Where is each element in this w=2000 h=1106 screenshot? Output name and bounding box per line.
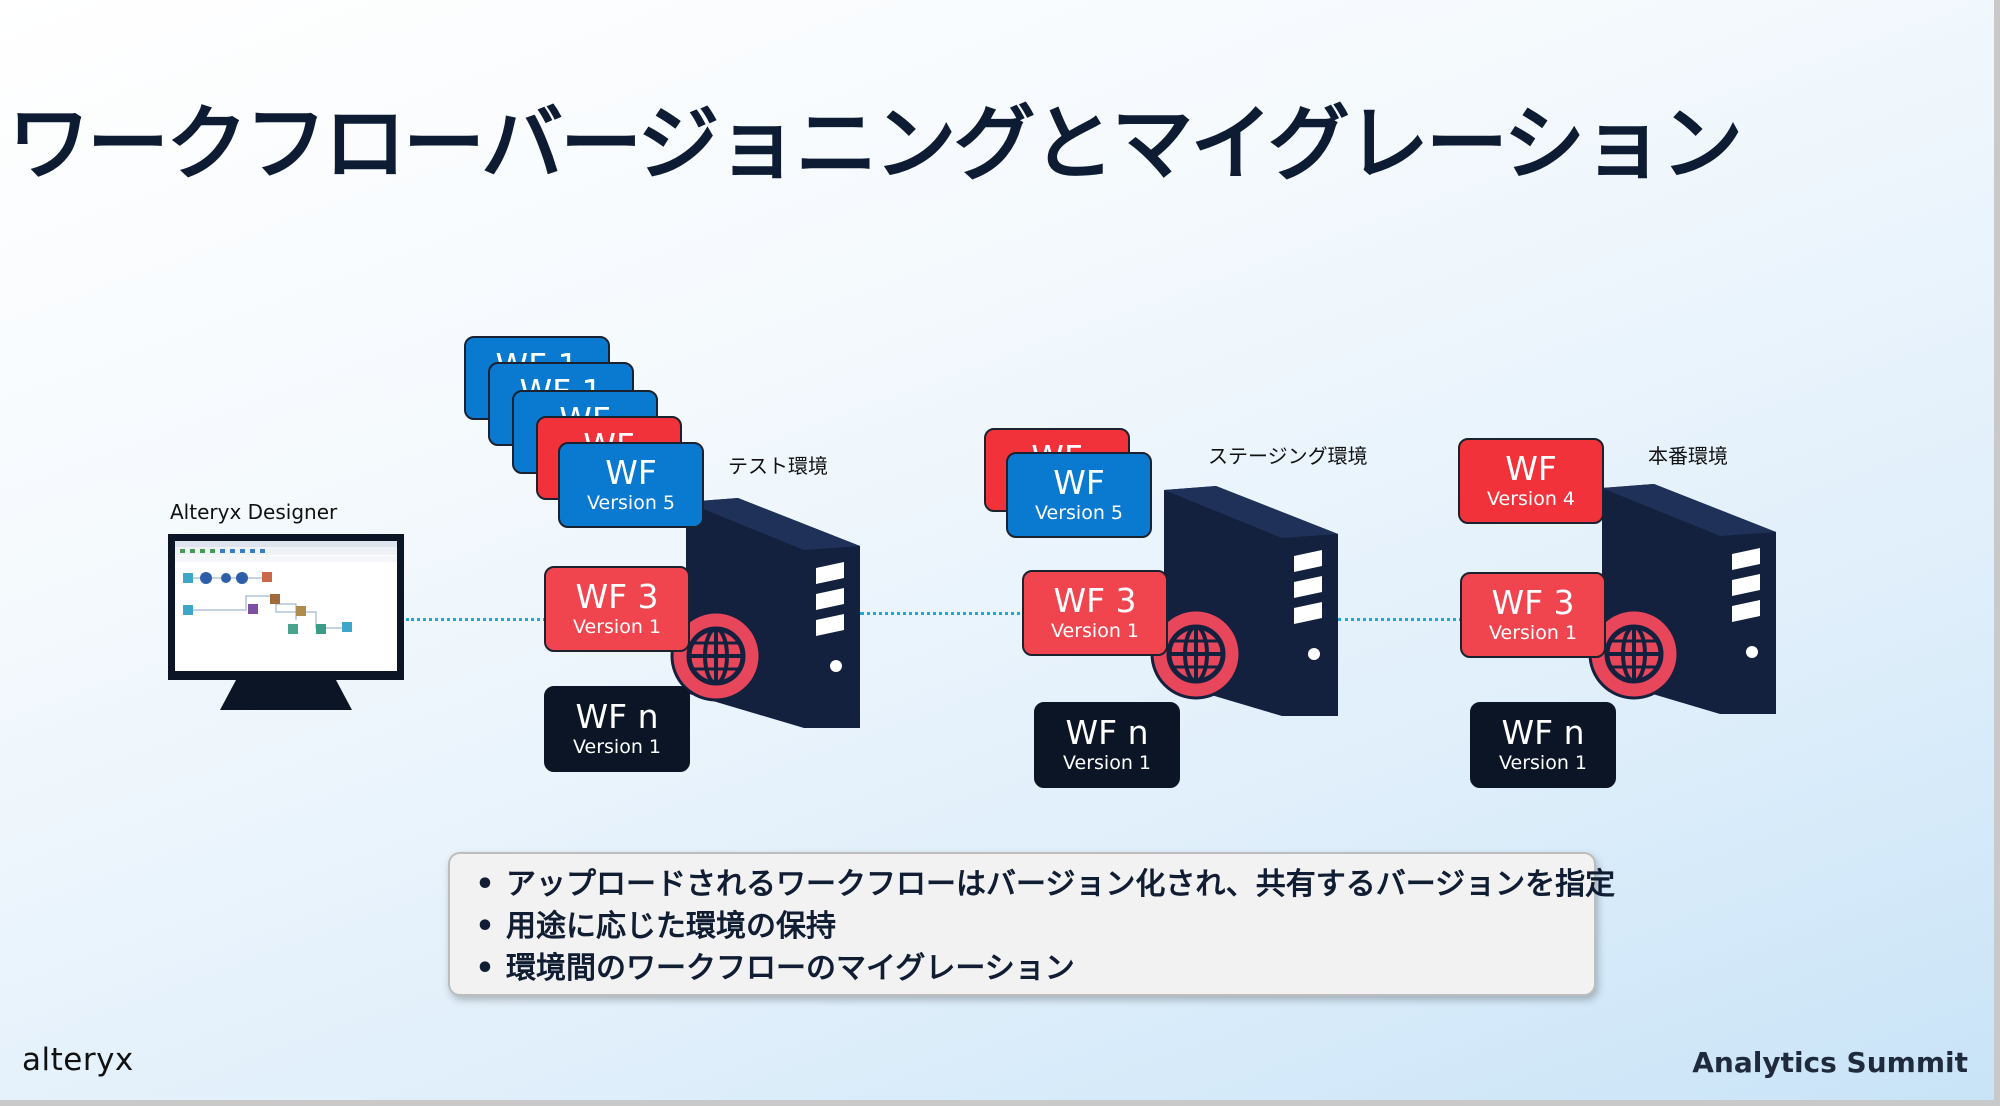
wf-card-test-front: WF Version 5 [558,442,704,528]
bullet-marker: • [475,867,495,902]
bullet-text: アップロードされるワークフローはバージョン化され、共有するバージョンを指定 [506,867,1616,902]
wf3-card-production: WF 3 Version 1 [1460,572,1606,658]
wf3-card-staging: WF 3 Version 1 [1022,570,1168,656]
globe-icon [1150,608,1242,700]
event-name: Analytics Summit [1692,1046,1968,1079]
bullet-box: • アップロードされるワークフローはバージョン化され、共有するバージョンを指定 •… [448,852,1615,996]
bullet-item: • 環境間のワークフローのマイグレーション [464,948,1594,990]
slide-edge-right [1994,0,2000,1106]
alteryx-logo: alteryx [22,1042,134,1078]
environment-label-production: 本番環境 [1648,444,1728,468]
connector-test-staging [860,612,1028,615]
designer-label: Alteryx Designer [170,500,338,524]
connector-designer-test [406,618,546,621]
bullet-text: 用途に応じた環境の保持 [506,909,836,944]
bullet-marker: • [475,909,495,944]
wfn-card-production: WF n Version 1 [1470,702,1616,788]
wfn-card-staging: WF n Version 1 [1034,702,1180,788]
bullet-text: 環境間のワークフローのマイグレーション [506,951,1075,986]
environment-label-staging: ステージング環境 [1208,444,1368,468]
bullet-item: • 用途に応じた環境の保持 [464,906,1594,948]
slide-edge-bottom [0,1100,2000,1106]
wf-card-production-front: WF Version 4 [1458,438,1604,524]
environment-label-test: テスト環境 [728,454,828,478]
wf3-card-test: WF 3 Version 1 [544,566,690,652]
slide-title: ワークフローバージョニングとマイグレーション [8,97,1743,192]
connector-staging-production [1338,618,1462,621]
wf-card-staging-front: WF Version 5 [1006,452,1152,538]
globe-icon [670,610,762,702]
wfn-card-test: WF n Version 1 [544,686,690,772]
bullet-marker: • [475,951,495,986]
bullet-item: • アップロードされるワークフローはバージョン化され、共有するバージョンを指定 [464,864,1615,906]
bullet-list: • アップロードされるワークフローはバージョン化され、共有するバージョンを指定 •… [464,864,1615,990]
monitor-icon [168,534,404,710]
